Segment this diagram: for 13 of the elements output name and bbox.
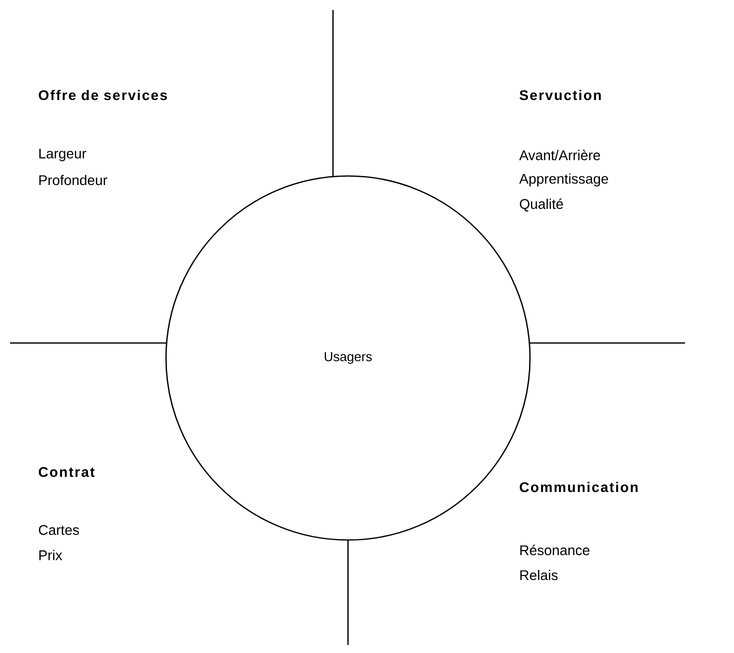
- quadrant-item: Résonance: [520, 544, 590, 556]
- quadrant-item: Qualité: [520, 198, 563, 212]
- quadrant-heading: Contrat: [38, 467, 95, 477]
- quadrant-item: Apprentissage: [519, 173, 608, 187]
- quadrant-heading: Servuction: [520, 90, 601, 100]
- quadrant-item: Profondeur: [39, 174, 108, 186]
- quadrant-item: Prix: [39, 550, 62, 560]
- quadrant-item: Largeur: [39, 148, 86, 162]
- quadrant-item: Avant/Arrière: [519, 150, 600, 160]
- quadrant-heading: Offre de services: [38, 90, 167, 100]
- quadrant-item: Relais: [520, 570, 558, 580]
- quadrant-item: Cartes: [38, 525, 79, 535]
- quadrant-heading: Communication: [520, 482, 638, 492]
